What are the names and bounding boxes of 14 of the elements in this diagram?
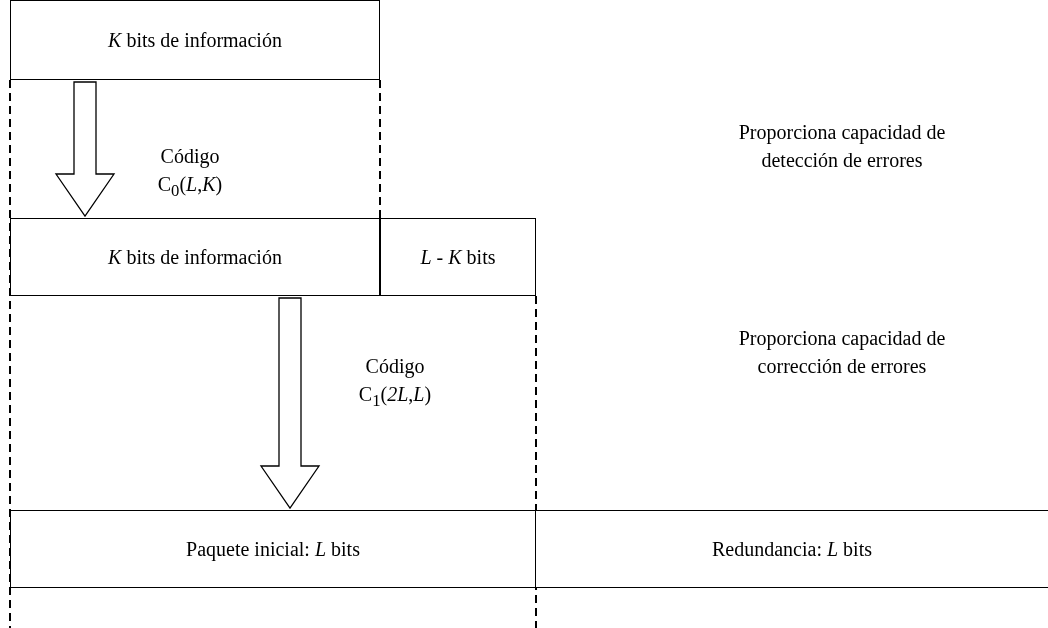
field-label: L - K bits bbox=[420, 245, 496, 269]
field-label: K bits de información bbox=[108, 28, 282, 52]
bit-field-box bbox=[10, 510, 536, 588]
bit-field-box bbox=[10, 218, 380, 296]
bit-field-box bbox=[536, 510, 1048, 588]
note-text: Proporciona capacidad de corrección de errores bbox=[737, 326, 947, 379]
block-arrow bbox=[259, 297, 321, 510]
bit-field-box bbox=[380, 218, 536, 296]
field-label: Paquete inicial: L bits bbox=[186, 537, 360, 561]
field-label: Redundancia: L bits bbox=[712, 537, 872, 561]
bit-field-box bbox=[10, 0, 380, 80]
note-text: Proporciona capacidad de detección de errores bbox=[737, 120, 947, 173]
field-label: K bits de información bbox=[108, 245, 282, 269]
block-arrow bbox=[54, 81, 116, 218]
